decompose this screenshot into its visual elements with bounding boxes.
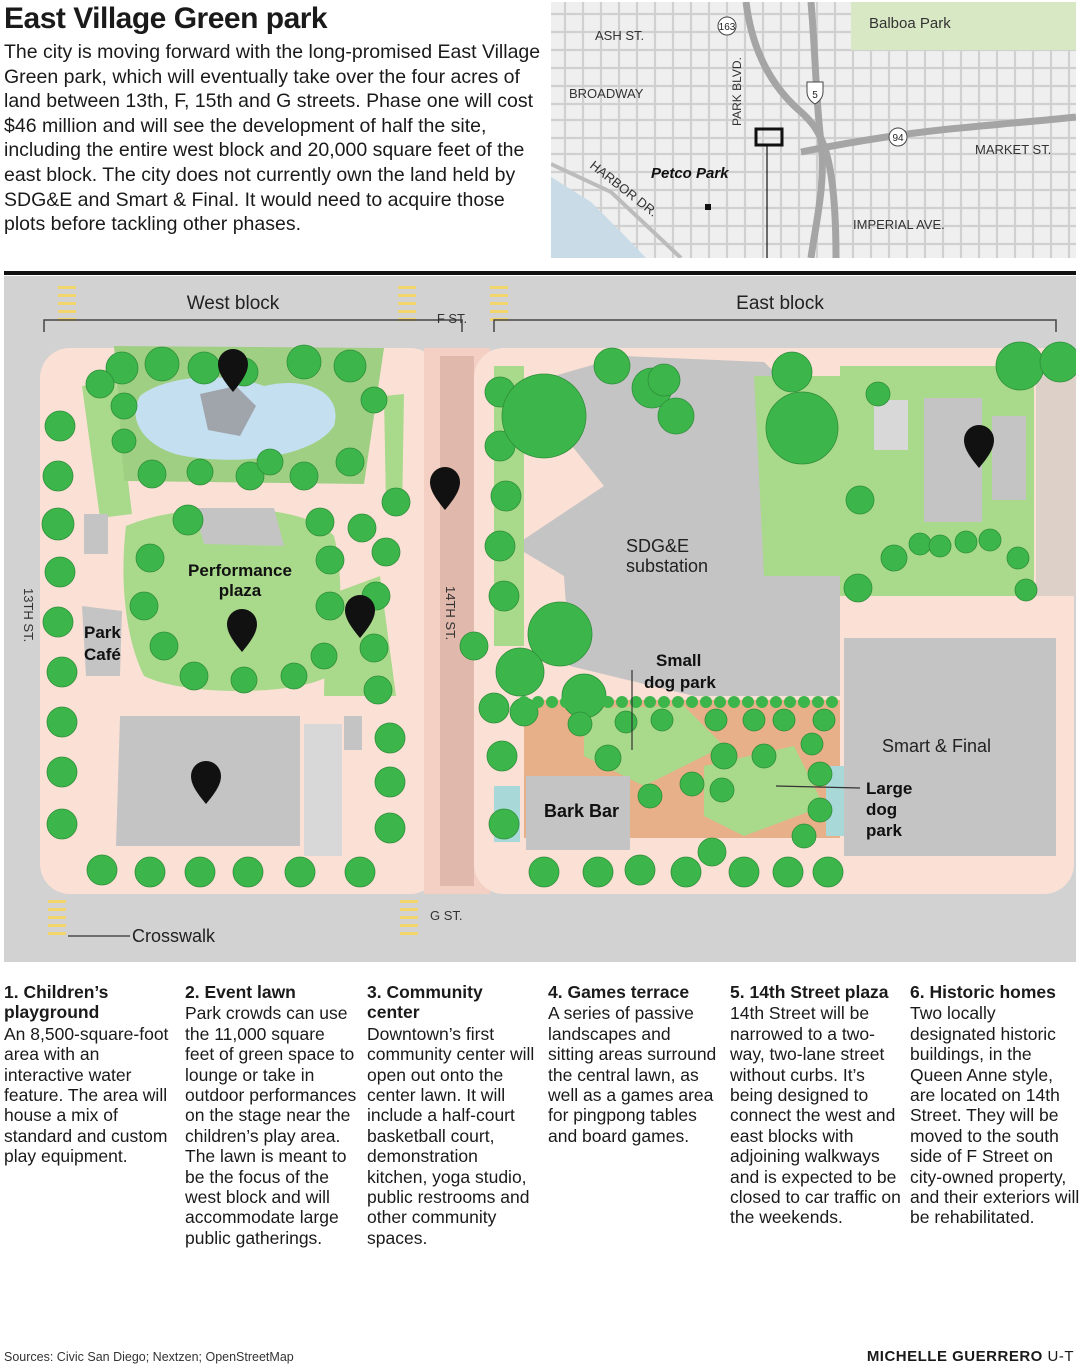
freeway-5: [807, 2, 826, 258]
feature-item: 4. Games terrace A series of passive lan…: [548, 982, 720, 1146]
bay: [551, 177, 646, 258]
sdge-label: SDG&E: [626, 536, 689, 556]
pin-5-icon: [430, 467, 460, 510]
map-label: BROADWAY: [569, 86, 644, 101]
map-label: MARKET ST.: [975, 142, 1051, 157]
east-block-label: East block: [736, 293, 824, 314]
g-st-label: G ST.: [430, 908, 463, 923]
pin-3-icon: [191, 761, 221, 804]
small-dog-park-label: Small: [656, 651, 701, 670]
site-plan: West block East block F ST. G ST. 13TH S…: [4, 276, 1076, 962]
13th-st-label: 13TH ST.: [21, 588, 36, 642]
feature-text: A series of passive landscapes and sitti…: [548, 1003, 717, 1146]
performance-plaza-label: Performance: [188, 561, 292, 580]
feature-title: 1. Children’s playground: [4, 982, 109, 1023]
west-block-label: West block: [187, 293, 280, 314]
feature-text: Downtown’s first community center will o…: [367, 1023, 535, 1248]
intro-text: The city is moving forward with the long…: [4, 41, 541, 236]
park-cafe-label: Café: [84, 645, 121, 664]
14th-st-label: 14TH ST.: [443, 586, 458, 640]
feature-title: 2. Event lawn: [185, 982, 296, 1002]
large-dog-park-label: dog: [866, 800, 897, 819]
trees: [41, 341, 1076, 888]
balboa-park: [851, 2, 1076, 50]
park-cafe-label: Park: [84, 623, 121, 642]
freeway-163: [742, 2, 840, 258]
credit: MICHELLE GUERRERO U-T: [867, 1348, 1074, 1365]
feature-item: 3. Community center Downtown’s first com…: [367, 982, 539, 1248]
large-dog-park-label: park: [866, 821, 902, 840]
hwy-5-label: 5: [812, 90, 818, 101]
feature-text: Park crowds can use the 11,000 square fe…: [185, 1003, 357, 1248]
site-location-marker: [754, 127, 784, 147]
locator-map: ASH ST. BROADWAY PARK BLVD. HARBOR DR. P…: [551, 2, 1076, 258]
small-dog-park-label: dog park: [644, 673, 716, 692]
pin-4-icon: [345, 595, 375, 638]
pin-1-icon: [218, 349, 248, 392]
credit-org: U-T: [1047, 1348, 1074, 1365]
feature-title: 5. 14th Street plaza: [730, 982, 889, 1002]
smart-final-label: Smart & Final: [882, 736, 991, 756]
f-st-label: F ST.: [437, 311, 467, 326]
feature-text: Two locally designated historic building…: [910, 1003, 1080, 1228]
feature-item: 2. Event lawn Park crowds can use the 11…: [185, 982, 357, 1248]
feature-title: 6. Historic homes: [910, 982, 1056, 1002]
hedge: [518, 696, 838, 708]
map-label: Balboa Park: [869, 15, 951, 32]
map-label: ASH ST.: [595, 28, 644, 43]
pin-6-icon: [964, 425, 994, 468]
feature-item: 5. 14th Street plaza 14th Street will be…: [730, 982, 902, 1228]
hwy-163-label: 163: [719, 22, 736, 33]
feature-text: 14th Street will be narrowed to a two-wa…: [730, 1003, 901, 1228]
freeway-94: [800, 113, 1076, 156]
feature-title: 4. Games terrace: [548, 982, 690, 1002]
feature-text: An 8,500-square-foot area with an intera…: [4, 1023, 169, 1167]
sdge-label: substation: [626, 556, 708, 576]
feature-item: 1. Children’s playground An 8,500-square…: [4, 982, 176, 1167]
sources: Sources: Civic San Diego; Nextzen; OpenS…: [4, 1350, 294, 1364]
feature-title: 3. Community center: [367, 982, 483, 1023]
bark-bar-label: Bark Bar: [544, 801, 619, 821]
feature-item: 6. Historic homes Two locally designated…: [910, 982, 1080, 1228]
location-pins: [191, 349, 994, 804]
map-label: Petco Park: [651, 165, 729, 182]
map-label: IMPERIAL AVE.: [853, 217, 945, 232]
crosswalk-label: Crosswalk: [132, 926, 216, 946]
credit-name: MICHELLE GUERRERO: [866, 1348, 1043, 1365]
large-dog-park-label: Large: [866, 779, 912, 798]
pin-2-icon: [227, 609, 257, 652]
map-label: PARK BLVD.: [730, 57, 744, 126]
divider: [4, 271, 1076, 275]
performance-plaza-label: plaza: [219, 581, 262, 600]
hwy-94-label: 94: [892, 133, 904, 144]
page-title: East Village Green park: [4, 2, 328, 35]
